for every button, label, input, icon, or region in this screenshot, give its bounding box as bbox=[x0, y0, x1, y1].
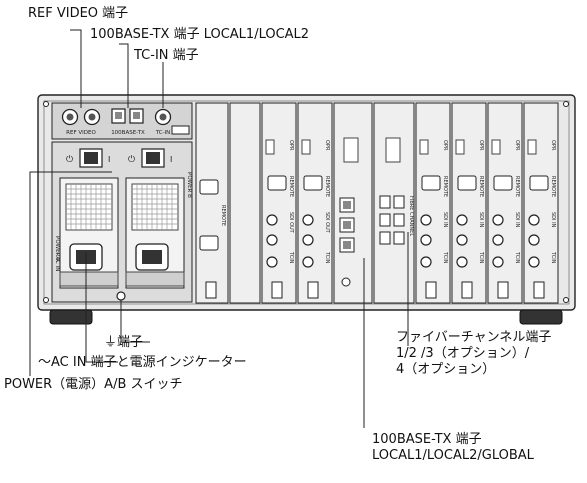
leader-lines bbox=[29, 29, 409, 428]
power-supply-b bbox=[125, 177, 185, 289]
sdi-label: SDI IN bbox=[478, 212, 484, 228]
ac-in-panel-label: ~ AC IN bbox=[54, 250, 60, 271]
remote-label: REMOTE bbox=[288, 176, 294, 197]
io-slot-board: OPR REMOTE SDI OUT TCIN bbox=[297, 102, 333, 304]
ref-video-panel-label: REF VIDEO bbox=[66, 130, 96, 136]
power-switch-b: ⏻ I bbox=[128, 148, 172, 168]
base-tx-local-ports: 100BASE-TX bbox=[111, 108, 145, 136]
ref-video-connectors: REF VIDEO bbox=[61, 108, 101, 136]
io-slot-board: OPR REMOTE SDI IN TCIN bbox=[415, 102, 451, 304]
slot-module-left: REMOTE bbox=[195, 102, 261, 304]
ground-terminal-icon bbox=[116, 291, 126, 301]
opr-label: OPR bbox=[514, 140, 520, 151]
fibre-channel-callout: ファイバーチャンネル端子 1/2 /3（オプション）/ 4（オプション） bbox=[396, 330, 552, 377]
sdi-label: SDI OUT bbox=[288, 212, 294, 234]
network-board bbox=[333, 102, 373, 304]
sdi-label: SDI IN bbox=[514, 212, 520, 228]
tc-in-callout: TC-IN 端子 bbox=[134, 48, 199, 63]
power-switch-a: ⏻ I bbox=[66, 148, 110, 168]
chassis-inner-frame bbox=[43, 100, 570, 305]
fibre-channel-panel-label: FIBRE CHANNEL bbox=[408, 196, 414, 236]
base-tx-local-callout: 100BASE-TX 端子 LOCAL1/LOCAL2 bbox=[90, 27, 310, 42]
io-slot-board: OPR REMOTE SDI IN TCIN bbox=[487, 102, 523, 304]
base-tx-panel-label: 100BASE-TX bbox=[111, 130, 145, 136]
power-supply-a bbox=[59, 177, 119, 289]
tcin-label: TCIN bbox=[514, 251, 520, 264]
foot-right bbox=[519, 309, 563, 325]
tcin-label: TCIN bbox=[442, 251, 448, 264]
remote-label: REMOTE bbox=[220, 205, 226, 226]
power-switch-callout: POWER（電源）A/B スイッチ bbox=[4, 377, 183, 392]
tcin-label: TCIN bbox=[478, 251, 484, 264]
svg-text:⏻: ⏻ bbox=[128, 154, 135, 165]
remote-label: REMOTE bbox=[324, 176, 330, 197]
screw-icon bbox=[43, 101, 49, 107]
tc-in-panel-label: TC-IN bbox=[155, 130, 171, 136]
ref-video-callout: REF VIDEO 端子 bbox=[28, 6, 129, 21]
panel-latch bbox=[171, 125, 190, 135]
fibre-channel-board: FIBRE CHANNEL bbox=[373, 102, 415, 304]
remote-label: REMOTE bbox=[442, 176, 448, 197]
power-a-panel-label: POWER A bbox=[54, 236, 60, 262]
screw-icon bbox=[43, 297, 49, 303]
remote-label: REMOTE bbox=[550, 176, 556, 197]
remote-label: REMOTE bbox=[478, 176, 484, 197]
sdi-label: SDI OUT bbox=[324, 212, 330, 234]
svg-text:I: I bbox=[170, 155, 172, 164]
tc-in-connector: TC-IN bbox=[155, 108, 172, 136]
screw-icon bbox=[563, 297, 569, 303]
ac-in-callout: ～AC IN 端子と電源インジケーター bbox=[38, 355, 247, 370]
ground-callout: ⏚端子 bbox=[104, 335, 144, 350]
io-slot-board: OPR REMOTE SDI IN TCIN bbox=[523, 102, 559, 304]
opr-label: OPR bbox=[324, 140, 330, 151]
opr-label: OPR bbox=[550, 140, 556, 151]
tcin-label: TCIN bbox=[550, 251, 556, 264]
tcin-label: TCIN bbox=[324, 251, 330, 264]
sdi-label: SDI IN bbox=[550, 212, 556, 228]
opr-label: OPR bbox=[442, 140, 448, 151]
tcin-label: TCIN bbox=[288, 251, 294, 264]
opr-label: OPR bbox=[288, 140, 294, 151]
io-slot-board: OPR REMOTE SDI IN TCIN bbox=[451, 102, 487, 304]
sdi-label: SDI IN bbox=[442, 212, 448, 228]
base-tx-global-callout: 100BASE-TX 端子 LOCAL1/LOCAL2/GLOBAL bbox=[372, 432, 534, 463]
io-slot-board: OPR REMOTE SDI OUT TCIN bbox=[261, 102, 297, 304]
svg-text:I: I bbox=[108, 155, 110, 164]
screw-icon bbox=[563, 101, 569, 107]
slot-boards: OPR REMOTE SDI OUT TCIN OPR REMOTE SDI OUT TCIN… bbox=[261, 102, 559, 304]
power-b-panel-label: POWER B bbox=[186, 172, 192, 198]
foot-left bbox=[49, 309, 93, 325]
remote-label: REMOTE bbox=[514, 176, 520, 197]
svg-text:⏻: ⏻ bbox=[66, 154, 73, 165]
opr-label: OPR bbox=[478, 140, 484, 151]
